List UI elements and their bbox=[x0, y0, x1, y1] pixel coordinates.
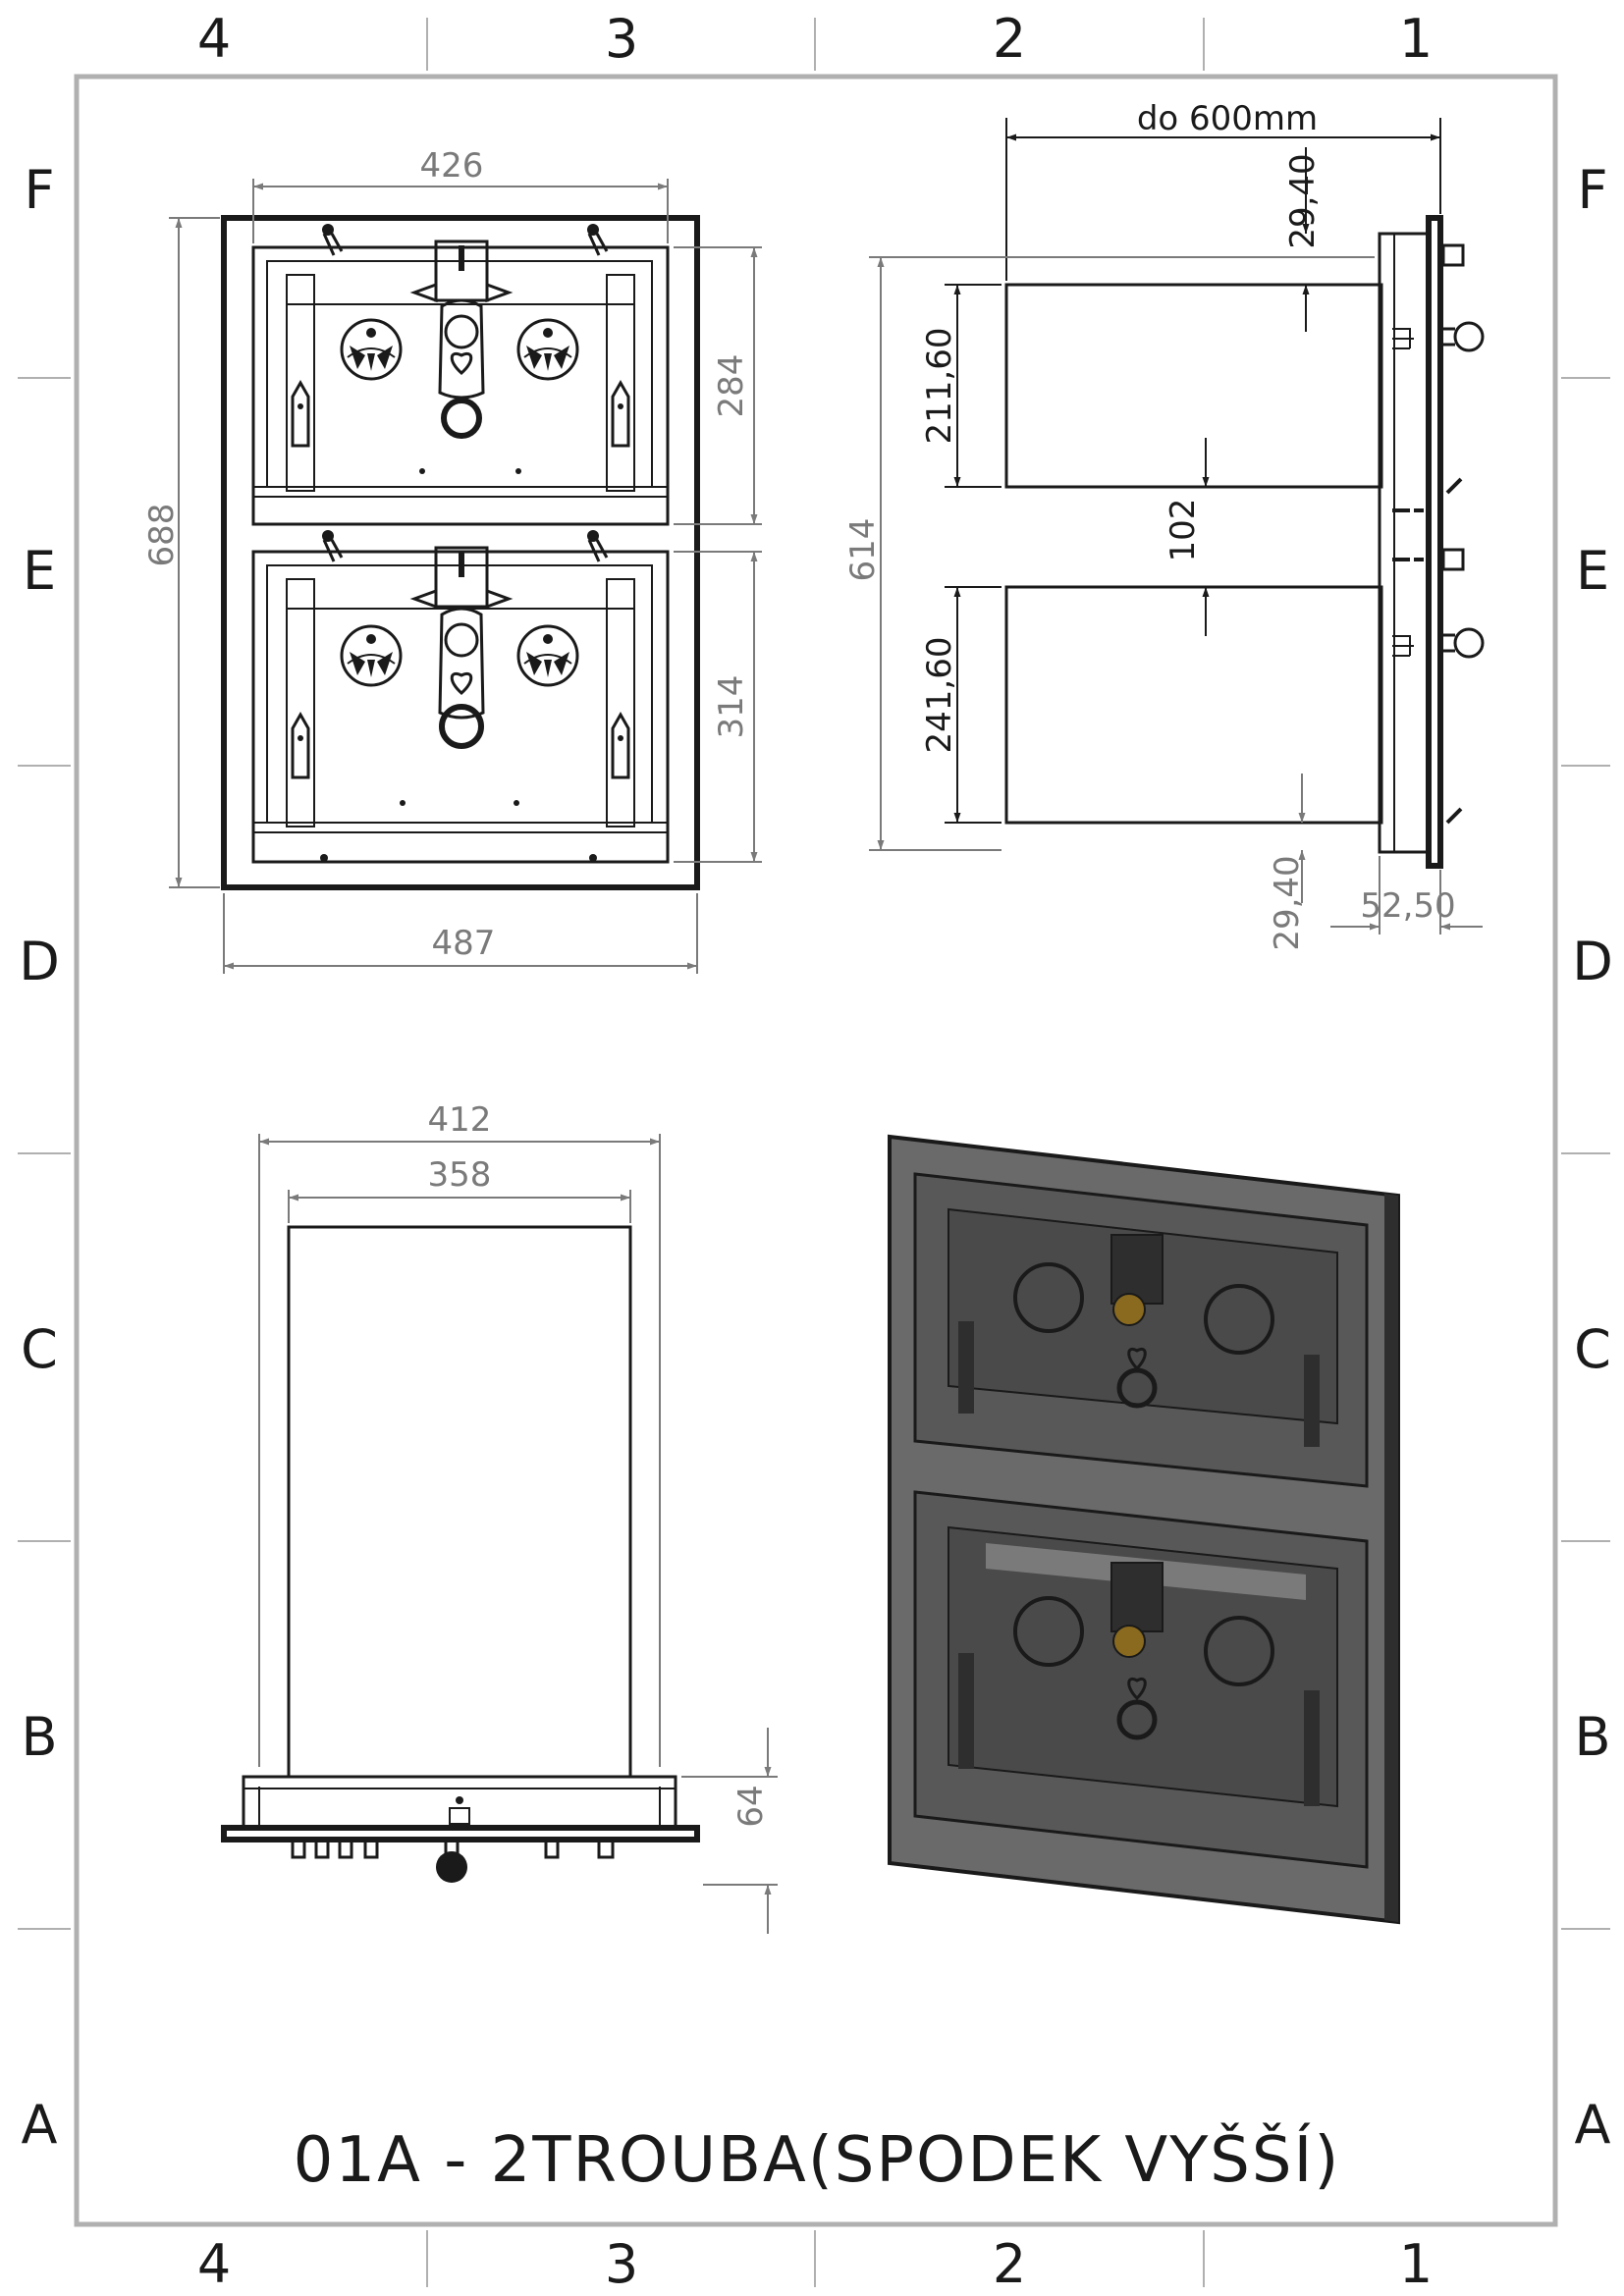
zone-row-right-d: D bbox=[1572, 931, 1613, 992]
dim-width-outer: 487 bbox=[432, 924, 496, 963]
dim-height: 688 bbox=[142, 504, 182, 567]
dim-frame-depth: 64 bbox=[731, 1785, 771, 1827]
dim-outer: 412 bbox=[428, 1100, 492, 1140]
zone-row-right-c: C bbox=[1574, 1318, 1611, 1380]
zone-row-right-e: E bbox=[1576, 540, 1609, 602]
dim-upper: 284 bbox=[712, 354, 751, 418]
zone-labels: 4 3 2 1 4 3 2 1 F E D C B A F E D C B A bbox=[19, 8, 1613, 2295]
upper-oven-front bbox=[251, 222, 670, 526]
dim-gap: 102 bbox=[1164, 499, 1203, 562]
dim-total: 614 bbox=[843, 518, 883, 582]
dim-top-offset: 29,40 bbox=[1283, 153, 1323, 248]
zone-row-left-e: E bbox=[23, 540, 56, 602]
front-dimensions: 426 487 688 284 314 bbox=[142, 146, 762, 974]
zone-row-left-f: F bbox=[24, 159, 54, 221]
zone-col-bottom-2: 3 bbox=[605, 2233, 638, 2295]
top-view: 412 358 64 bbox=[221, 1100, 778, 1934]
dim-lower-height: 241,60 bbox=[920, 637, 959, 754]
front-view: 426 487 688 284 314 bbox=[142, 146, 762, 974]
zone-col-top-2: 3 bbox=[605, 8, 638, 70]
zone-col-bottom-1: 4 bbox=[197, 2233, 231, 2295]
dim-lower: 314 bbox=[712, 675, 751, 739]
top-dimensions: 412 358 64 bbox=[258, 1100, 778, 1934]
dim-bottom-offset: 29,40 bbox=[1268, 855, 1307, 950]
sheet-border bbox=[18, 18, 1610, 2287]
render-upper-oven bbox=[958, 1234, 1320, 1447]
top-view-hardware bbox=[291, 1838, 615, 1883]
zone-col-top-3: 2 bbox=[993, 8, 1026, 70]
zone-row-left-d: D bbox=[19, 931, 60, 992]
side-view: do 600mm 29,40 211,60 102 614 241,60 29,… bbox=[843, 99, 1485, 951]
dim-depth: do 600mm bbox=[1137, 99, 1318, 138]
isometric-render bbox=[888, 1134, 1400, 1925]
drawing-title: 01A - 2TROUBA(SPODEK VYŠŠÍ) bbox=[294, 2122, 1341, 2197]
zone-row-left-a: A bbox=[22, 2094, 58, 2156]
dim-inner: 358 bbox=[428, 1155, 492, 1195]
side-dimensions: do 600mm 29,40 211,60 102 614 241,60 29,… bbox=[843, 99, 1483, 951]
zone-row-left-b: B bbox=[21, 1706, 57, 1768]
dim-frame: 52,50 bbox=[1360, 886, 1455, 926]
zone-col-top-1: 4 bbox=[197, 8, 231, 70]
dim-width-inner: 426 bbox=[420, 146, 484, 186]
dim-upper-height: 211,60 bbox=[920, 328, 959, 445]
zone-col-bottom-4: 1 bbox=[1399, 2233, 1433, 2295]
zone-col-bottom-3: 2 bbox=[993, 2233, 1026, 2295]
zone-row-right-b: B bbox=[1574, 1706, 1610, 1768]
zone-col-top-4: 1 bbox=[1399, 8, 1433, 70]
zone-row-right-f: F bbox=[1577, 159, 1607, 221]
zone-row-right-a: A bbox=[1575, 2094, 1611, 2156]
render-lower-oven bbox=[958, 1562, 1320, 1806]
lower-oven-front bbox=[251, 528, 670, 864]
zone-row-left-c: C bbox=[21, 1318, 58, 1380]
